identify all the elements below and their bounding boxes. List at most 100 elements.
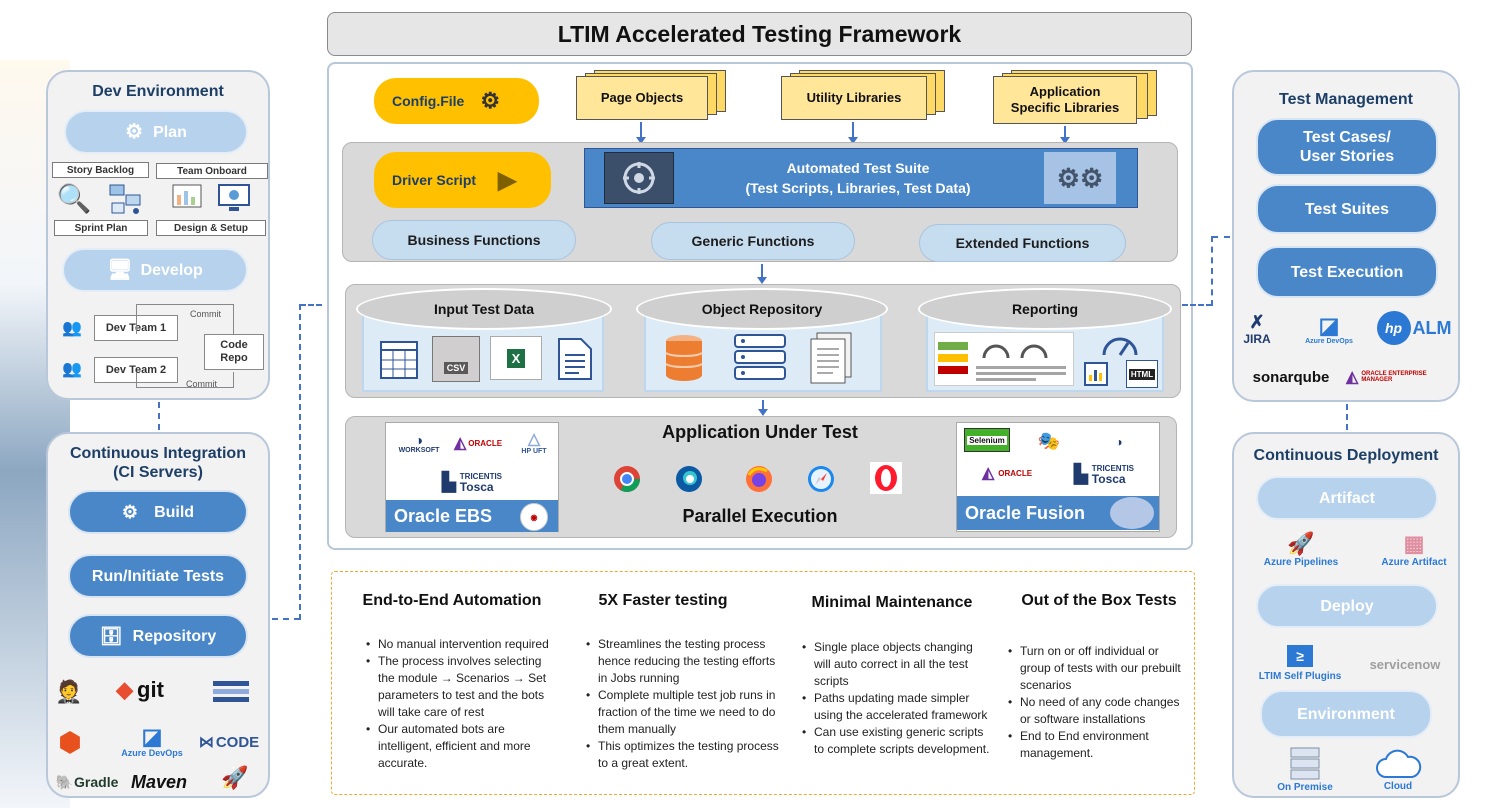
environment-button[interactable]: Environment: [1260, 690, 1432, 738]
benefit-item: Can use existing generic scripts to comp…: [802, 724, 992, 758]
workflow-icon: [106, 182, 146, 216]
gear-icon: ⚙: [125, 120, 144, 143]
benefit-list-faster: Streamlines the testing process hence re…: [586, 636, 780, 772]
database-orange-icon: [660, 332, 708, 384]
search-document-icon: 🔍: [56, 182, 92, 214]
benefit-item: The process involves selecting the modul…: [366, 653, 560, 721]
git-diamond-icon: ◆: [116, 677, 134, 702]
benefit-item: No need of any code changes or software …: [1008, 694, 1188, 728]
jira-icon: ✗: [1249, 312, 1265, 332]
ci-title: Continuous Integration (CI Servers): [70, 445, 246, 481]
arrow-utility-libraries: [848, 122, 858, 144]
repository-button[interactable]: 🗄 Repository: [68, 614, 248, 658]
ci-framework-connector-h2: [300, 304, 322, 306]
framework-title-bar: LTIM Accelerated Testing Framework: [327, 12, 1192, 56]
dev-environment-panel: Dev Environment ⚙ Plan Story Backlog Tea…: [46, 70, 270, 400]
documents-stack-icon: [806, 330, 856, 386]
play-icon: ▶: [498, 166, 517, 194]
arrow-data-to-aut: [758, 400, 768, 416]
config-file-button[interactable]: Config.File ⚙: [374, 78, 539, 124]
azure-artifact-logo: ▦ Azure Artifact: [1381, 530, 1447, 568]
benefit-list-end-to-end: No manual intervention required The proc…: [366, 636, 560, 772]
server-rack-icon: [1290, 747, 1320, 779]
benefit-list-out-of-box: Turn on or off individual or group of te…: [1008, 643, 1188, 762]
driver-script-button[interactable]: Driver Script ▶: [374, 152, 551, 208]
settings-panel-icon: [604, 152, 674, 204]
hp-uft-icon: △: [527, 430, 541, 448]
test-execution-button[interactable]: Test Execution: [1256, 246, 1438, 298]
oracle-ebs-badge-icon: ◉: [520, 503, 548, 531]
team2-users-icon: 👥: [62, 361, 82, 378]
arrow-page-objects: [636, 122, 646, 144]
application-libraries-stack: Application Specific Libraries: [993, 70, 1161, 126]
build-button[interactable]: ⚙ Build: [68, 490, 248, 534]
test-suites-button[interactable]: Test Suites: [1256, 184, 1438, 234]
stack-logo: [210, 678, 252, 708]
excel-icon: X: [490, 336, 542, 380]
framework-tm-connector-v: [1211, 236, 1213, 306]
benefit-item: Paths updating made simpler using the ac…: [802, 690, 992, 724]
benefit-item: This optimizes the testing process to a …: [586, 738, 780, 772]
benefit-title-end-to-end: End-to-End Automation: [362, 592, 542, 609]
tag-sprint-plan: Sprint Plan: [54, 220, 148, 236]
test-cases-button[interactable]: Test Cases/ User Stories: [1256, 118, 1438, 176]
worksoft-icon: ◑: [414, 431, 424, 448]
framework-tm-connector-h2: [1212, 236, 1230, 238]
maven-logo: Maven: [130, 771, 188, 792]
benefit-item: Turn on or off individual or group of te…: [1008, 643, 1188, 694]
document-icon: [554, 336, 596, 382]
developer-desk-icon: 🖥: [107, 258, 133, 281]
chrome-icon: [612, 464, 642, 494]
test-management-title: Test Management: [1279, 91, 1413, 108]
gear-icon: ⚙: [480, 88, 501, 113]
benefit-item: Our automated bots are intelligent, effi…: [366, 721, 560, 772]
gears-icon: ⚙⚙: [1044, 152, 1116, 204]
gradle-logo: 🐘 Gradle: [55, 773, 119, 791]
test-management-panel: Test Management Test Cases/ User Stories…: [1232, 70, 1460, 402]
arrow-driver-to-data: [757, 264, 767, 284]
opera-icon: [870, 462, 902, 494]
monitor-gear-icon: [214, 182, 254, 216]
page-objects-stack: Page Objects: [576, 70, 728, 122]
tricentis-icon: ▙: [1073, 463, 1088, 484]
business-functions-button[interactable]: Business Functions: [372, 220, 576, 260]
commit-label-bottom: Commit: [186, 379, 217, 389]
powershell-icon: ≥: [1287, 644, 1313, 667]
artifact-button[interactable]: Artifact: [1256, 476, 1438, 520]
generic-functions-button[interactable]: Generic Functions: [651, 222, 855, 260]
oracle-testing-logo: ◭ ORACLE: [453, 435, 503, 452]
worksoft-logo-fusion: ◑: [1115, 435, 1123, 449]
azure-devops-logo-tm: ◪ Azure DevOps: [1305, 312, 1353, 345]
gradle-icon: 🐘: [55, 773, 74, 790]
gear-icon: ⚙: [121, 501, 139, 522]
benefit-list-maintenance: Single place objects changing will auto …: [802, 639, 992, 758]
extended-functions-button[interactable]: Extended Functions: [919, 224, 1126, 262]
ci-framework-connector-h1: [272, 618, 300, 620]
plan-button[interactable]: ⚙ Plan: [64, 110, 248, 154]
playwright-logo: 🎭: [1037, 430, 1061, 451]
benefit-item: Single place objects changing will auto …: [802, 639, 992, 690]
benefit-title-out-of-box: Out of the Box Tests: [1021, 592, 1177, 609]
deploy-button[interactable]: Deploy: [1256, 584, 1438, 628]
report-dashboard-icon: [934, 332, 1074, 386]
code-repo-box: Code Repo: [204, 334, 264, 370]
azure-pipelines-icon: 🚀: [1287, 530, 1315, 556]
oracle-em-logo: ◭ ORACLE ENTERPRISE MANAGER: [1346, 369, 1427, 386]
develop-button[interactable]: 🖥 Develop: [62, 248, 248, 292]
run-tests-button[interactable]: Run/Initiate Tests: [68, 554, 248, 598]
vscode-logo: ⋈ CODE: [198, 733, 260, 752]
cloud-logo: Cloud: [1362, 742, 1434, 796]
safari-icon: [806, 464, 836, 494]
tag-team-onboard: Team Onboard: [156, 163, 268, 179]
azure-devops-icon: ◪: [1318, 312, 1340, 338]
chart-board-icon: [168, 182, 208, 216]
vscode-icon: ⋈: [198, 734, 214, 751]
oracle-testing-icon: ◭: [981, 465, 995, 482]
calendar-icon: [376, 334, 422, 382]
parallel-execution-label: Parallel Execution: [682, 506, 838, 526]
tag-design-setup: Design & Setup: [156, 220, 266, 236]
repo-orange-logo: ⬢: [58, 726, 82, 757]
on-premise-logo: On Premise: [1270, 742, 1340, 796]
benefit-title-faster: 5X Faster testing: [598, 592, 728, 609]
jenkins-logo: 🤵: [55, 679, 83, 704]
